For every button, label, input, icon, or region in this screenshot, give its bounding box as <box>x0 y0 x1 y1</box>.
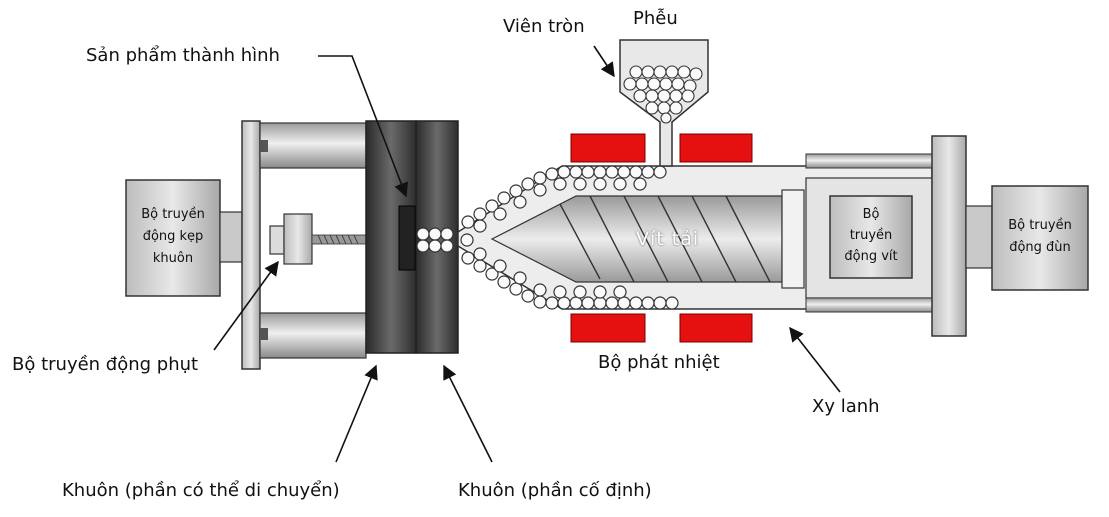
injection-frame <box>931 135 993 337</box>
leader-khuon-di <box>335 364 378 463</box>
extrusion-actuator-box <box>991 185 1089 291</box>
leader-phut <box>213 260 279 351</box>
screw <box>490 189 805 289</box>
leader-xy-lanh <box>789 326 841 393</box>
label-xy-lanh: Xy lanh <box>812 396 880 417</box>
label-pheu: Phễu <box>633 8 678 29</box>
pellets <box>416 165 679 310</box>
label-khuon-di-chuyen: Khuôn (phần có thể di chuyển) <box>62 480 340 501</box>
screw-actuator-box <box>829 195 913 279</box>
hopper <box>619 39 709 167</box>
leader-vien-tron <box>593 45 615 78</box>
heater-bands <box>570 133 753 343</box>
clamp-actuator-box <box>125 179 243 297</box>
ejector-actuator <box>269 213 399 265</box>
label-san-pham: Sản phẩm thành hình <box>86 45 280 66</box>
leader-khuon-co <box>443 364 493 463</box>
leader-san-pham <box>318 55 409 198</box>
label-bo-phat-nhiet: Bộ phát nhiệt <box>598 352 720 373</box>
label-khuon-co-dinh: Khuôn (phần cố định) <box>458 480 652 501</box>
label-vien-tron: Viên tròn <box>503 16 585 37</box>
label-vit-tai: Vít tải <box>636 228 700 250</box>
molded-product <box>398 205 416 271</box>
label-bo-truyen-dong-phut: Bộ truyền động phụt <box>12 354 199 375</box>
